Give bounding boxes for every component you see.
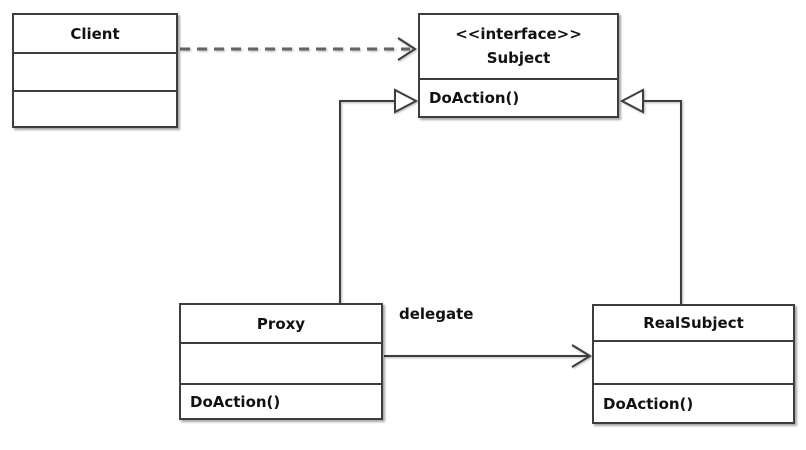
association-arrow-proxy-to-realsubject — [384, 344, 592, 368]
attributes-compartment-client — [14, 52, 176, 90]
stereotype-subject: <<interface>> — [455, 25, 582, 44]
method-subject-doaction: DoAction() — [420, 78, 617, 116]
dependency-arrow-client-to-subject — [180, 37, 417, 61]
realization-arrow-realsubject-to-subject — [619, 88, 682, 304]
class-header-subject: <<interface>> Subject — [420, 15, 617, 78]
class-box-proxy: Proxy DoAction() — [179, 303, 383, 420]
method-realsubject-doaction: DoAction() — [594, 383, 793, 422]
realization-arrow-proxy-to-subject — [339, 88, 419, 303]
class-name-subject: Subject — [486, 48, 551, 67]
methods-compartment-client — [14, 90, 176, 126]
class-name-proxy: Proxy — [256, 314, 306, 333]
class-name-client: Client — [70, 24, 120, 43]
method-proxy-doaction: DoAction() — [181, 383, 381, 418]
attributes-compartment-proxy — [181, 342, 381, 383]
class-box-client: Client — [12, 13, 178, 128]
class-name-realsubject: RealSubject — [643, 314, 744, 332]
class-box-subject: <<interface>> Subject DoAction() — [418, 13, 619, 118]
edge-label-delegate: delegate — [399, 305, 474, 323]
class-box-realsubject: RealSubject DoAction() — [592, 304, 795, 424]
attributes-compartment-realsubject — [594, 340, 793, 383]
